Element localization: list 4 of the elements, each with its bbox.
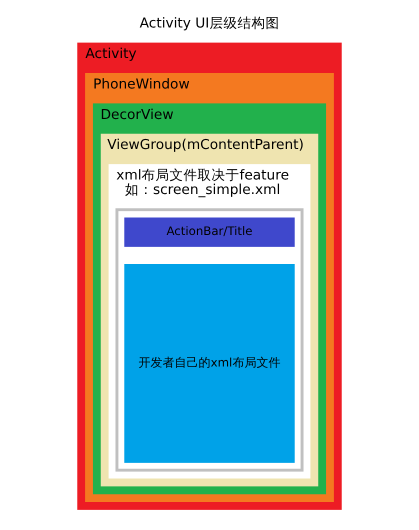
cluster	[115, 208, 304, 472]
node-box: 开发者自己的xml布局文件	[124, 264, 295, 463]
diagram-title: Activity UI层级结构图	[140, 16, 280, 32]
node-box: ActionBar/Title	[124, 218, 295, 247]
